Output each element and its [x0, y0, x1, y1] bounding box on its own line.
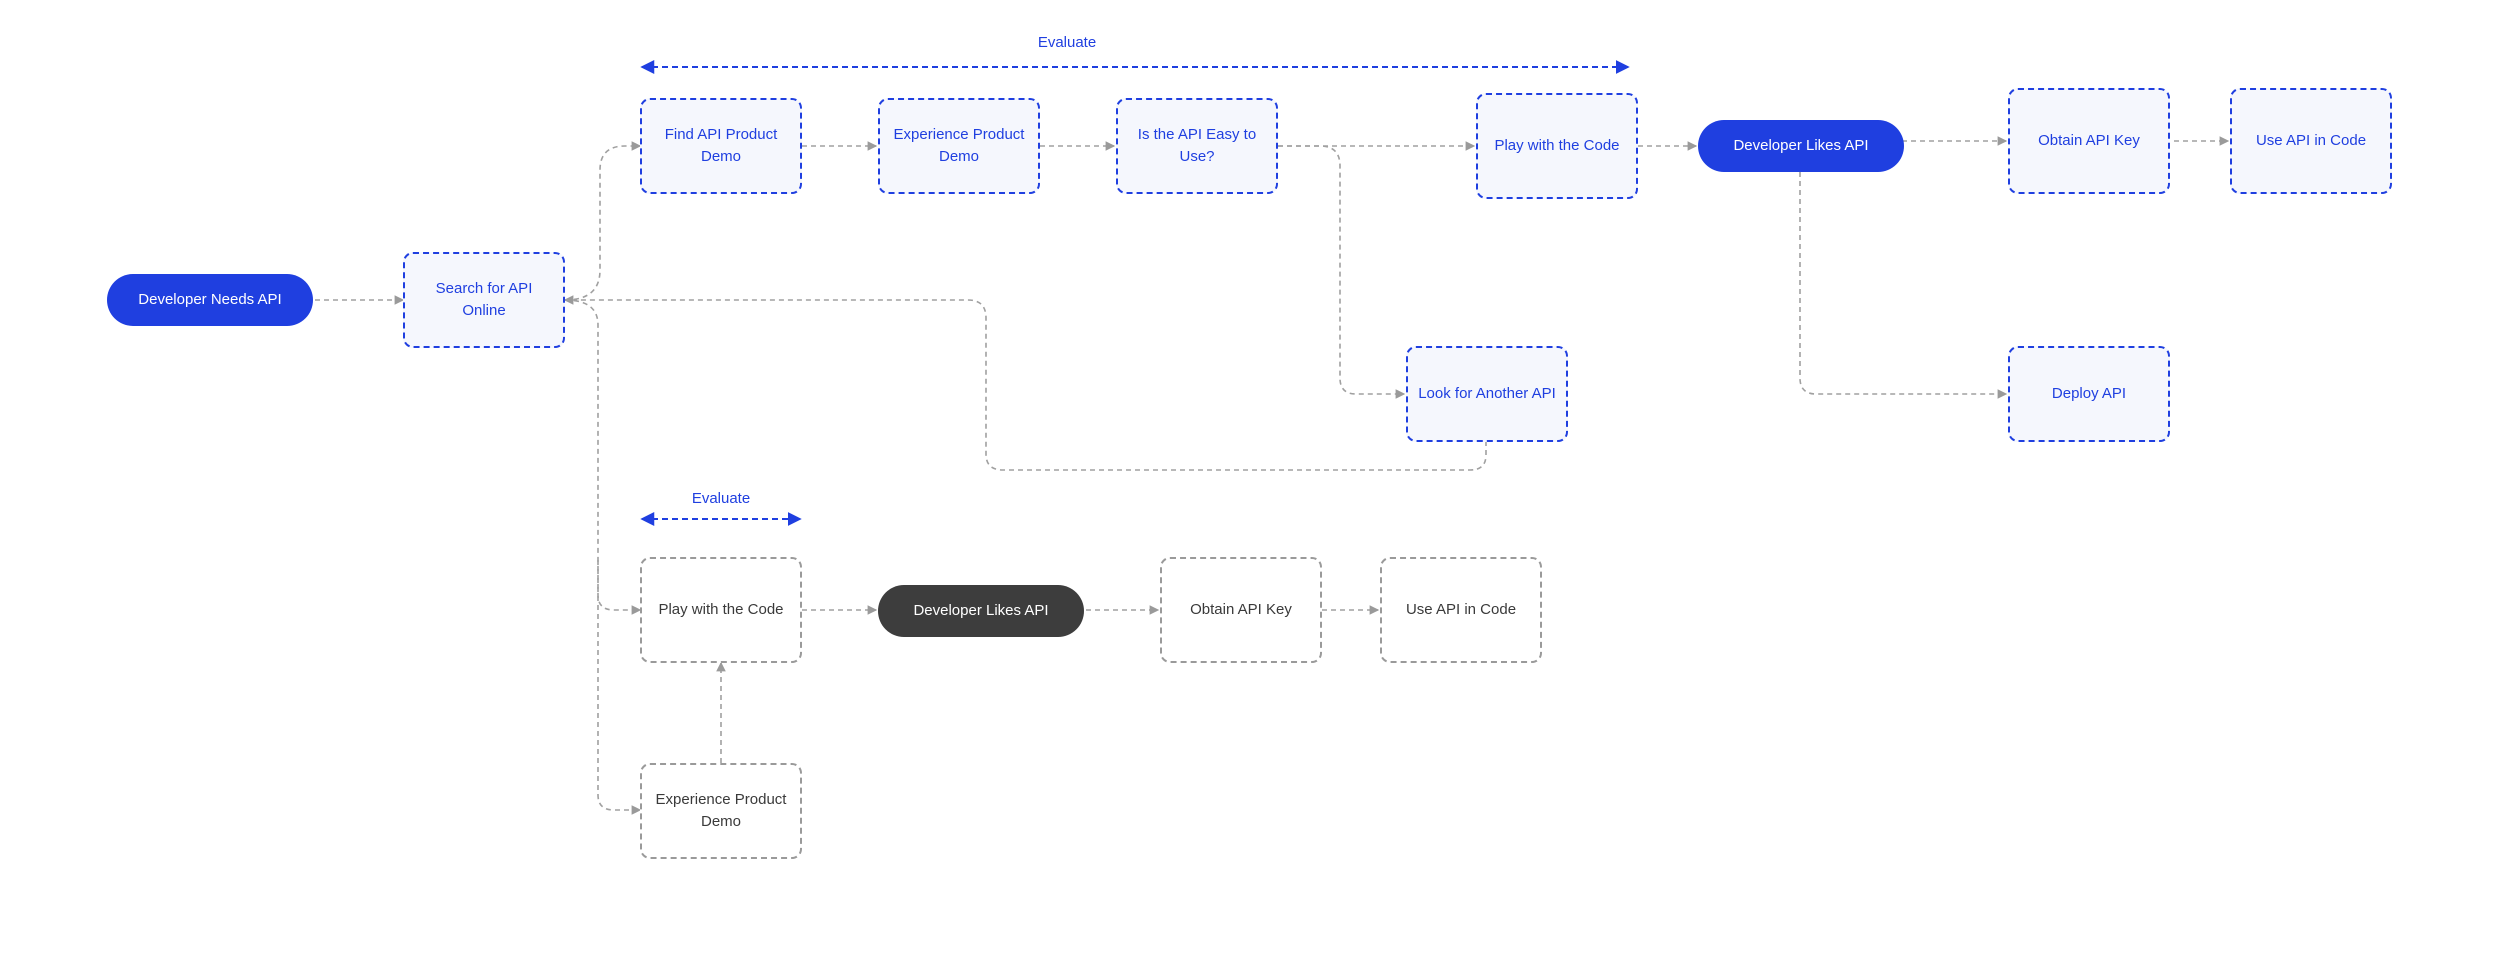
node-developer-likes-api-bottom[interactable]: Developer Likes API	[878, 585, 1084, 637]
node-find-api-product-demo[interactable]: Find API Product Demo	[640, 98, 802, 194]
edge-another-to-search	[563, 295, 1487, 471]
edge-search-to-demobottom	[597, 560, 642, 815]
node-obtain-api-key-top[interactable]: Obtain API Key	[2008, 88, 2170, 194]
node-is-api-easy-to-use[interactable]: Is the API Easy to Use?	[1116, 98, 1278, 194]
node-play-with-code-top[interactable]: Play with the Code	[1476, 93, 1638, 199]
node-deploy-api[interactable]: Deploy API	[2008, 346, 2170, 442]
node-search-for-api-online[interactable]: Search for API Online	[403, 252, 565, 348]
node-developer-likes-api-top[interactable]: Developer Likes API	[1698, 120, 1904, 172]
edge-search-to-find	[564, 141, 642, 301]
edge-search-to-playbottom	[564, 299, 642, 615]
node-obtain-api-key-bottom[interactable]: Obtain API Key	[1160, 557, 1322, 663]
node-experience-product-demo-bottom[interactable]: Experience Product Demo	[640, 763, 802, 859]
node-developer-needs-api[interactable]: Developer Needs API	[107, 274, 313, 326]
node-look-for-another-api[interactable]: Look for Another API	[1406, 346, 1568, 442]
node-play-with-code-bottom[interactable]: Play with the Code	[640, 557, 802, 663]
evaluate-label-top: Evaluate	[1037, 34, 1097, 51]
edge-easy-to-another	[1278, 145, 1406, 399]
evaluate-label-bottom: Evaluate	[691, 490, 751, 507]
node-experience-product-demo-top[interactable]: Experience Product Demo	[878, 98, 1040, 194]
node-use-api-in-code-bottom[interactable]: Use API in Code	[1380, 557, 1542, 663]
node-use-api-in-code-top[interactable]: Use API in Code	[2230, 88, 2392, 194]
edge-likes-to-deploy	[1799, 172, 2008, 399]
